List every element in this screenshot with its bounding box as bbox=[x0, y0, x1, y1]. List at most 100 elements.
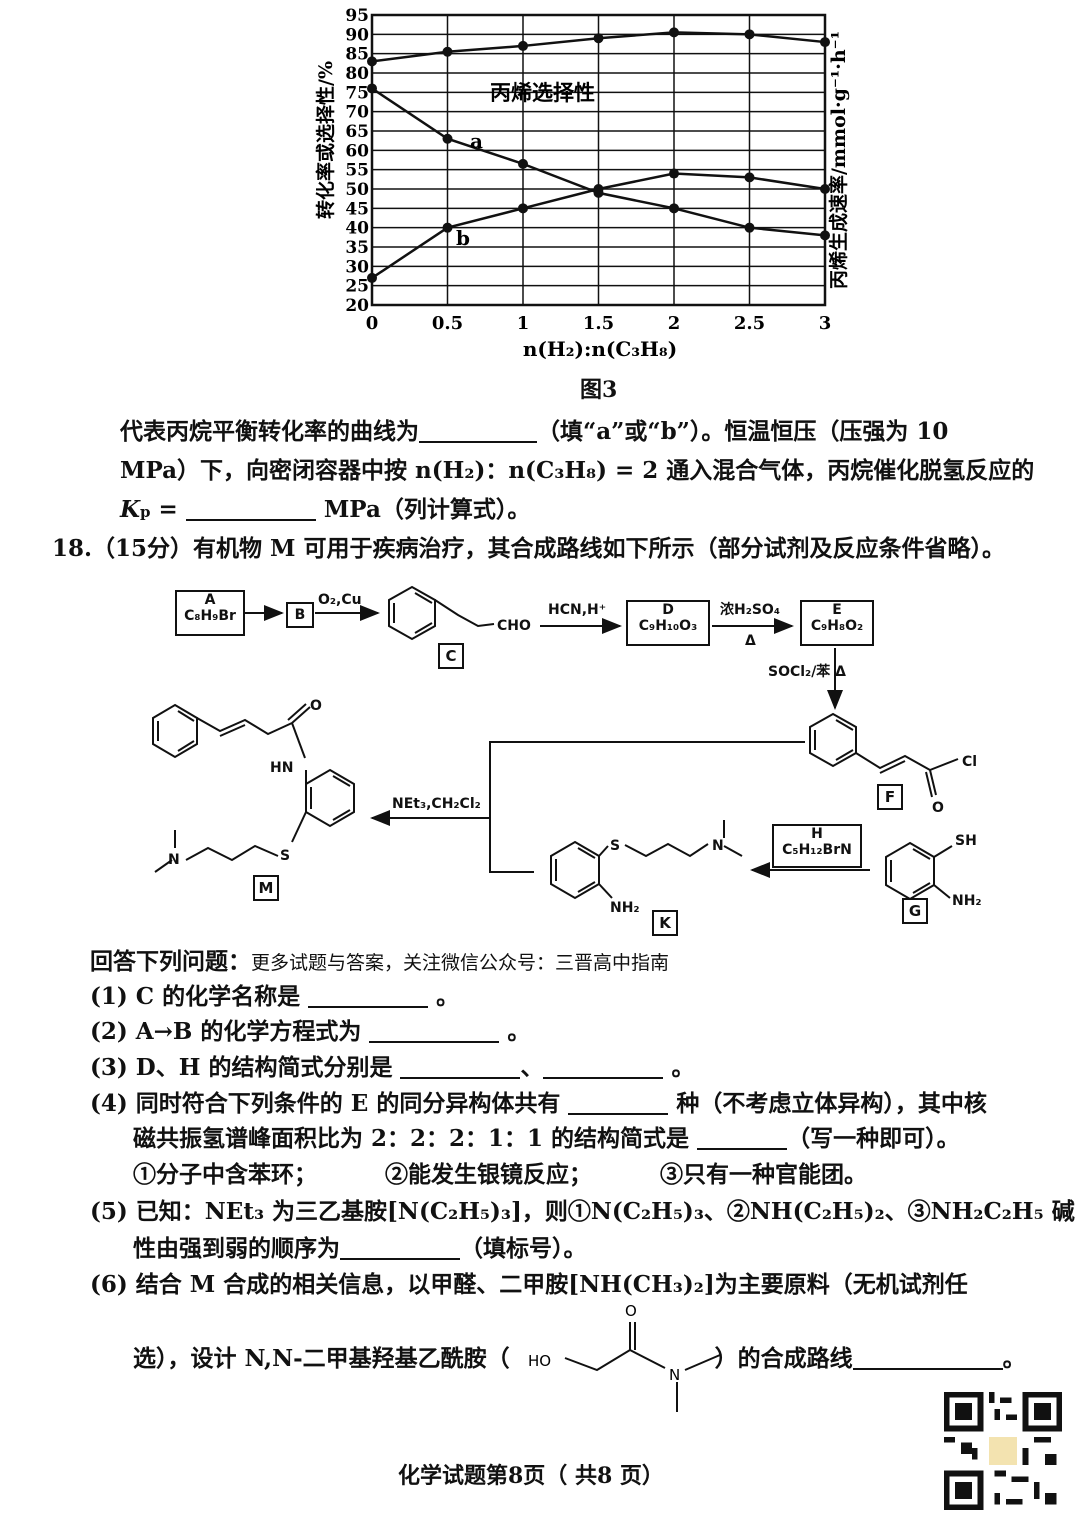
chart-series bbox=[367, 27, 830, 283]
reagent-k-m: NEt₃,CH₂Cl₂ bbox=[392, 796, 481, 812]
q3-text: (3) D、H 的结构简式分别是 bbox=[90, 1054, 393, 1081]
q3: (3) D、H 的结构简式分别是 、 。 bbox=[90, 1049, 695, 1087]
q6-ho: HO bbox=[528, 1352, 551, 1370]
data-point bbox=[442, 133, 453, 144]
q17-text-1a: 代表丙烷平衡转化率的曲线为 bbox=[120, 418, 419, 445]
compound-h-box: H C₅H₁₂BrN bbox=[772, 824, 862, 868]
x-tick-label: 1.5 bbox=[583, 313, 614, 334]
compound-e-formula: C₉H₈O₂ bbox=[810, 618, 864, 634]
q17-line3: Kp = MPa（列计算式）。 bbox=[120, 495, 531, 523]
q5-line1: (5) 已知：NEt₃ 为三乙基胺[N(C₂H₅)₃]，则①N(C₂H₅)₃、②… bbox=[90, 1198, 1075, 1225]
kp-symbol: K bbox=[120, 496, 140, 523]
q3-end: 。 bbox=[671, 1054, 695, 1081]
q18-header: 18.（15分）有机物 M 可用于疾病治疗，其合成路线如下所示（部分试剂及反应条… bbox=[52, 535, 1005, 562]
q1-end: 。 bbox=[436, 983, 460, 1010]
q6-line1: (6) 结合 M 合成的相关信息，以甲醛、二甲胺[NH(CH₃)₂]为主要原料（… bbox=[90, 1271, 968, 1298]
q6-text-b: 选），设计 N,N-二甲基羟基乙酰胺（ bbox=[133, 1345, 510, 1372]
compound-c-label: C bbox=[438, 643, 464, 669]
condition-1: ①分子中含苯环； bbox=[133, 1161, 317, 1188]
y-tick-label: 55 bbox=[345, 161, 369, 181]
data-point bbox=[518, 158, 528, 169]
y-tick-label: 70 bbox=[345, 103, 369, 123]
q4-blank-structure[interactable] bbox=[697, 1124, 788, 1150]
q17-blank-kp[interactable] bbox=[185, 495, 316, 521]
m-o: O bbox=[310, 698, 322, 714]
data-point bbox=[744, 29, 755, 40]
y-tick-label: 90 bbox=[345, 25, 369, 45]
q4-line1: (4) 同时符合下列条件的 E 的同分异构体共有 种（不考虑立体异构），其中核 bbox=[90, 1085, 987, 1123]
hydroxyacetamide-structure: HO O N bbox=[528, 1302, 721, 1412]
compound-b-name: B bbox=[294, 607, 306, 623]
q4-text-b: 种（不考虑立体异构），其中核 bbox=[676, 1090, 987, 1117]
q4-conditions: ①分子中含苯环； ②能发生银镜反应； ③只有一种官能团。 bbox=[133, 1156, 867, 1194]
data-point bbox=[820, 37, 830, 48]
reagent-e-f: SOCl₂/苯 Δ bbox=[768, 663, 846, 680]
qr-code-icon bbox=[944, 1392, 1062, 1510]
m-n: N bbox=[168, 852, 180, 868]
y-tick-label: 30 bbox=[345, 257, 369, 277]
compound-f-label: F bbox=[877, 784, 903, 810]
q2-end: 。 bbox=[507, 1018, 531, 1045]
condition-2: ②能发生银镜反应； bbox=[385, 1161, 593, 1188]
m-hn: HN bbox=[270, 760, 293, 776]
q6-line2: 选），设计 N,N-二甲基羟基乙酰胺（ ）的合成路线 。 bbox=[133, 1340, 1026, 1378]
data-point bbox=[669, 203, 679, 214]
data-point bbox=[820, 184, 830, 194]
y-tick-label: 75 bbox=[345, 83, 369, 103]
f-o: O bbox=[932, 800, 944, 816]
x-tick-label: 3 bbox=[819, 313, 832, 334]
y-tick-label: 25 bbox=[345, 277, 369, 297]
y-tick-label: 85 bbox=[345, 45, 369, 65]
compound-a-box: A C₈H₉Br bbox=[175, 590, 245, 636]
q1-blank[interactable] bbox=[308, 982, 429, 1008]
q3-blank-h[interactable] bbox=[543, 1053, 664, 1079]
q5-text-b: 性由强到弱的顺序为 bbox=[133, 1235, 340, 1262]
g-sh: SH bbox=[955, 833, 977, 849]
x-tick-label: 0.5 bbox=[432, 313, 463, 334]
q6-blank[interactable] bbox=[852, 1344, 1003, 1370]
c-cho: CHO bbox=[497, 618, 531, 634]
y-tick-label: 95 bbox=[345, 6, 369, 26]
y-tick-label: 20 bbox=[345, 296, 369, 316]
data-point bbox=[593, 184, 604, 194]
k-nh2: NH₂ bbox=[610, 900, 640, 916]
q5-line2: 性由强到弱的顺序为 （填标号）。 bbox=[133, 1230, 587, 1268]
compound-h-name: H bbox=[811, 826, 823, 842]
data-point bbox=[442, 222, 453, 233]
q3-sep: 、 bbox=[520, 1054, 544, 1081]
q4-text-a: (4) 同时符合下列条件的 E 的同分异构体共有 bbox=[90, 1090, 561, 1117]
reagent-d-e: 浓H₂SO₄ bbox=[720, 601, 780, 618]
q6-text-c: ）的合成路线 bbox=[714, 1345, 853, 1372]
q5-blank[interactable] bbox=[340, 1234, 460, 1260]
q1: (1) C 的化学名称是 。 bbox=[90, 978, 459, 1016]
m-s: S bbox=[280, 848, 290, 864]
q2-blank[interactable] bbox=[369, 1017, 500, 1043]
q17-blank-curve[interactable] bbox=[419, 417, 537, 443]
q4-blank-count[interactable] bbox=[568, 1089, 669, 1115]
q2: (2) A→B 的化学方程式为 。 bbox=[90, 1013, 530, 1051]
g-nh2: NH₂ bbox=[952, 893, 982, 909]
y-tick-label: 65 bbox=[345, 122, 369, 142]
q3-blank-d[interactable] bbox=[400, 1053, 521, 1079]
reagent-b-c: O₂,Cu bbox=[318, 592, 362, 608]
plot-frame bbox=[370, 13, 827, 307]
q6-end: 。 bbox=[1002, 1345, 1026, 1372]
data-point bbox=[744, 222, 755, 233]
q17-line2: MPa）下，向密闭容器中按 n(H₂)：n(C₃H₈) = 2 通入混合气体，丙… bbox=[120, 457, 1035, 484]
data-point bbox=[518, 40, 528, 51]
compound-b-box: B bbox=[286, 602, 314, 628]
k-s: S bbox=[610, 838, 620, 854]
data-point bbox=[593, 33, 604, 44]
compound-d-formula: C₉H₁₀O₃ bbox=[638, 618, 698, 634]
y-axis-right-label: 丙烯生成速率/mmol·g⁻¹·h⁻¹ bbox=[827, 31, 850, 289]
compound-a-name: A bbox=[204, 592, 216, 608]
k-n: N bbox=[712, 838, 724, 854]
q6-n: N bbox=[669, 1366, 680, 1384]
y-tick-label: 60 bbox=[345, 141, 369, 161]
curve-label-b: b bbox=[456, 226, 470, 250]
q17-text-3b: MPa（列计算式）。 bbox=[323, 496, 531, 523]
q5-text-c: （填标号）。 bbox=[460, 1235, 587, 1262]
x-tick-label: 1 bbox=[517, 313, 530, 334]
q2-text: (2) A→B 的化学方程式为 bbox=[90, 1018, 362, 1045]
